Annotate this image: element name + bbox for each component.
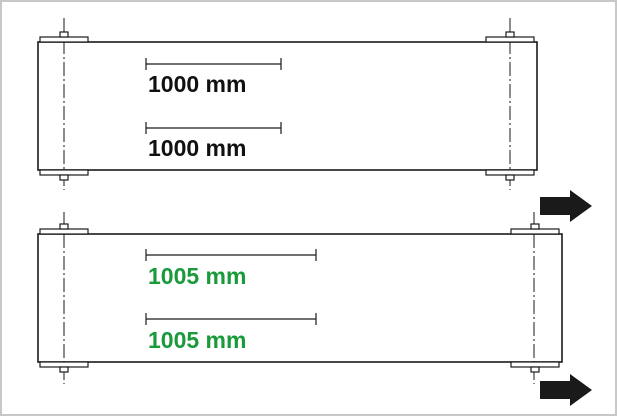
top-measure-lower	[145, 122, 282, 134]
bottom-belt-group: 1005 mm 1005 mm	[37, 212, 563, 384]
top-measure-upper-label: 1000 mm	[148, 71, 246, 97]
arrow-right-icon	[540, 374, 592, 406]
bottom-left-pulley	[39, 212, 89, 384]
bottom-measure-upper-label: 1005 mm	[148, 263, 246, 289]
top-right-pulley	[485, 18, 535, 190]
top-left-pulley	[39, 18, 89, 190]
top-measure-upper	[145, 58, 282, 70]
bottom-right-pulley	[510, 212, 560, 384]
top-measure-lower-label: 1000 mm	[148, 135, 246, 161]
top-belt-group: 1000 mm 1000 mm	[37, 18, 538, 190]
bottom-belt-body	[37, 233, 563, 363]
bottom-measure-lower-label: 1005 mm	[148, 327, 246, 353]
arrow-right-icon	[540, 190, 592, 222]
top-belt-body	[37, 41, 538, 171]
bottom-measure-lower	[145, 313, 317, 325]
bottom-measure-upper	[145, 249, 317, 261]
